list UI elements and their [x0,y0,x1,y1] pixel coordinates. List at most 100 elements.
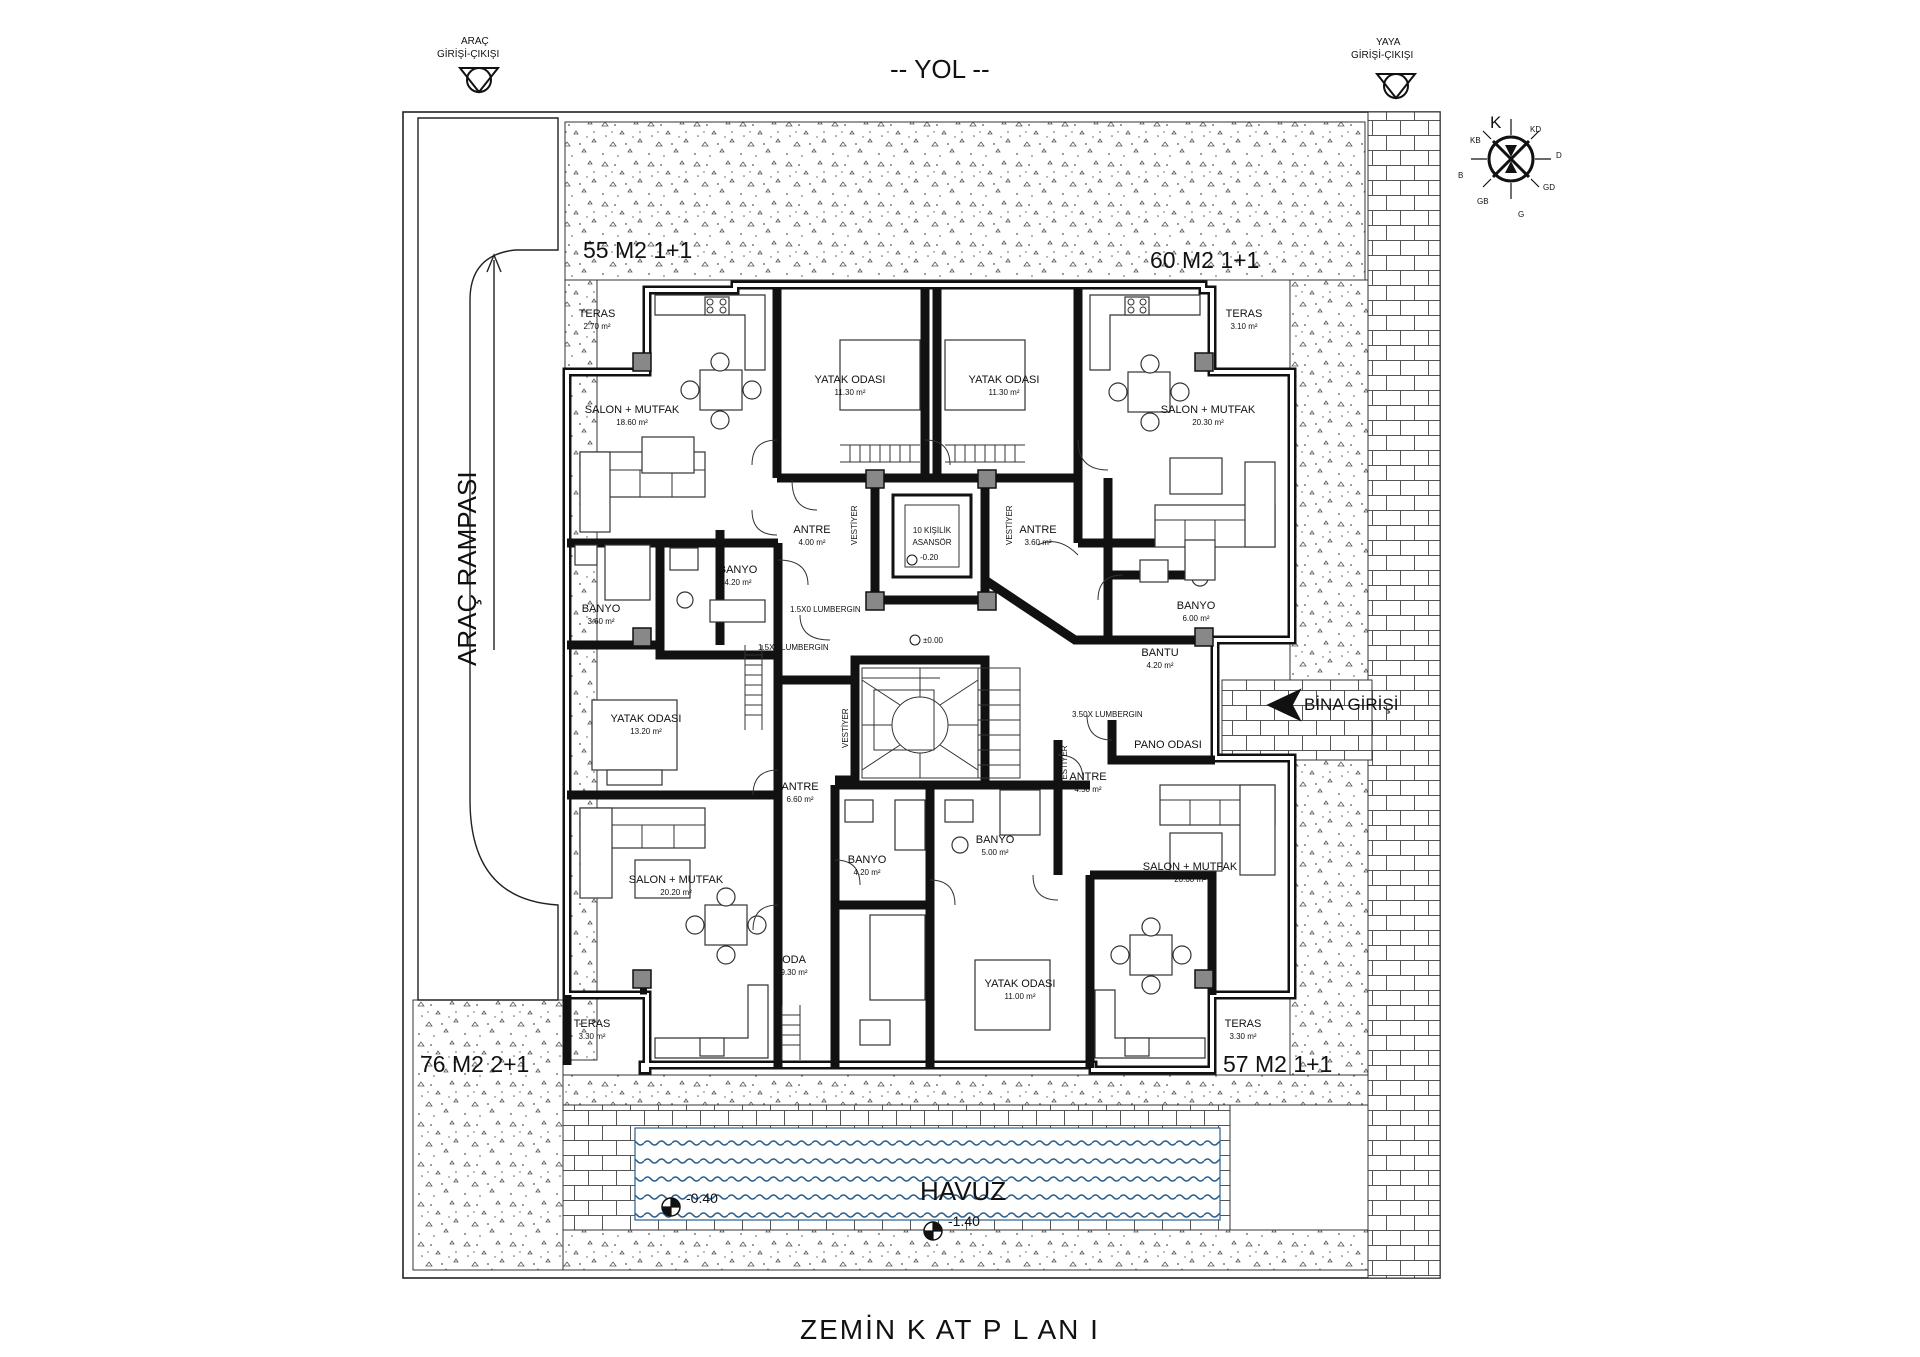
compass-n: K [1490,113,1502,132]
room-yatak-s: YATAK ODASI [985,978,1056,990]
elevator-level: -0.20 [920,553,939,562]
elevator-label-2: ASANSÖR [912,538,951,547]
annotations: VESTİYER VESTİYER VESTİYER VESTİYER 1.5X… [758,505,1143,785]
ramp-label: ARAÇ RAMPASI [452,471,482,666]
vestiyer-label-3: VESTİYER [841,708,850,748]
vehicle-entry-label-2: GİRİŞİ-ÇIKIŞI [437,47,499,60]
room-yatak-s-area: 11.00 m² [1005,992,1036,1001]
room-banyo-c1-area: 4.20 m² [853,868,880,877]
room-yatak-w: YATAK ODASI [611,713,682,725]
room-salon-se-area: 20.00 m² [1174,875,1206,884]
stair [861,667,1021,779]
lumbox-label-1: 1.5X0 LUMBERGIN [790,605,861,614]
compass-e: D [1556,151,1562,160]
room-bantu-area: 4.20 m² [1146,661,1173,670]
room-salon-sw: SALON + MUTFAK [629,874,724,886]
compass-w: B [1458,171,1463,180]
vestiyer-label-4: VESTİYER [1060,745,1069,785]
room-labels: TERAS 2.70 m² TERAS 3.10 m² TERAS 3.30 m… [574,308,1263,1041]
building-entrance-label: BİNA GİRİŞİ [1304,695,1398,714]
room-antre-ne-area: 3.60 m² [1024,538,1051,547]
room-teras-se-area: 3.30 m² [1229,1032,1256,1041]
level-marker-pool-edge [661,1197,681,1217]
landscape-south [562,1074,1369,1106]
pedestrian-entry-label-2: GİRİŞİ-ÇIKIŞI [1351,48,1413,61]
room-teras-ne: TERAS [1226,308,1263,320]
unit-area-se: 57 M2 1+1 [1223,1051,1332,1077]
room-antre-nw: ANTRE [793,524,830,536]
paving-entrance [1221,679,1373,761]
building-walls [562,280,1297,1075]
compass-labels: K KD D GD G GB B KB [1458,113,1562,219]
room-teras-sw-area: 3.30 m² [578,1032,605,1041]
plan-title: ZEMİN K AT P L AN I [800,1314,1100,1345]
room-oda: ODA [782,954,807,966]
landscape-north [564,121,1366,281]
room-salon-nw-area: 18.60 m² [616,418,648,427]
pool-edge-level: -0.40 [686,1190,718,1206]
room-banyo-w2: BANYO [719,564,758,576]
compass-sw: GB [1477,197,1489,206]
compass-se: GD [1543,183,1555,192]
room-banyo-w1: BANYO [582,603,621,615]
door-swings [751,439,1124,931]
room-banyo-w2-area: 4.20 m² [724,578,751,587]
lumbox-label-3: 3.50X LUMBERGIN [1072,710,1143,719]
room-yatak-n1-area: 11.30 m² [835,388,866,397]
building-entrance-arrow [1266,688,1302,722]
landscape-east [1289,279,1369,751]
landscape-southwest [412,999,564,1271]
room-yatak-n2-area: 11.30 m² [989,388,1020,397]
room-salon-ne: SALON + MUTFAK [1161,404,1256,416]
pool-label: HAVUZ [920,1176,1006,1206]
furniture [574,294,1276,1060]
compass-nw: KB [1470,136,1481,145]
lobby-level: ±0.00 [923,636,944,645]
room-banyo-ne-area: 6.00 m² [1182,614,1209,623]
room-antre-w: ANTRE [781,781,818,793]
pedestrian-entry-marker [1374,73,1418,100]
lumbox-label-2: 1.5X0 LUMBERGIN [758,643,829,652]
compass-rose [1471,119,1551,199]
room-teras-nw-area: 2.70 m² [583,322,610,331]
room-banyo-w1-area: 3.60 m² [587,617,614,626]
unit-area-ne: 60 M2 1+1 [1150,247,1259,273]
pool-level: -1.40 [948,1213,980,1229]
room-antre-se-area: 4.50 m² [1074,785,1101,794]
room-banyo-ne: BANYO [1177,600,1216,612]
room-teras-ne-area: 3.10 m² [1230,322,1257,331]
room-antre-se: ANTRE [1069,771,1106,783]
room-yatak-n1: YATAK ODASI [815,374,886,386]
room-salon-ne-area: 20.30 m² [1192,418,1224,427]
room-banyo-c1: BANYO [848,854,887,866]
structural-columns [632,352,1214,989]
room-teras-se: TERAS [1225,1018,1262,1030]
room-pano: PANO ODASI [1134,739,1202,751]
compass-ne: KD [1530,125,1541,134]
road-label: -- YOL -- [890,54,990,84]
room-teras-nw: TERAS [579,308,616,320]
level-marker-pool [923,1221,943,1241]
landscape-east-lower [1289,759,1369,1091]
room-oda-area: 9.30 m² [780,968,807,977]
vehicle-entry-marker [457,67,501,94]
room-salon-nw: SALON + MUTFAK [585,404,680,416]
room-antre-ne: ANTRE [1019,524,1056,536]
room-banyo-c2: BANYO [976,834,1015,846]
room-antre-nw-area: 4.00 m² [798,538,825,547]
vehicle-entry-label-1: ARAÇ [461,36,489,47]
landscape-south-bottom [562,1229,1369,1271]
level-markers [661,554,943,1241]
unit-area-nw: 55 M2 1+1 [583,237,692,263]
car-ramp [417,117,559,1001]
room-yatak-n2: YATAK ODASI [969,374,1040,386]
unit-area-sw: 76 M2 2+1 [420,1051,529,1077]
pedestrian-entry-label-1: YAYA [1376,37,1401,48]
pool [634,1127,1221,1221]
vestiyer-label-2: VESTİYER [1005,505,1014,545]
room-salon-se: SALON + MUTFAK [1143,861,1238,873]
room-antre-w-area: 6.60 m² [786,795,813,804]
elevator-label-1: 10 KİŞİLİK [913,526,952,535]
vestiyer-label-1: VESTİYER [850,505,859,545]
